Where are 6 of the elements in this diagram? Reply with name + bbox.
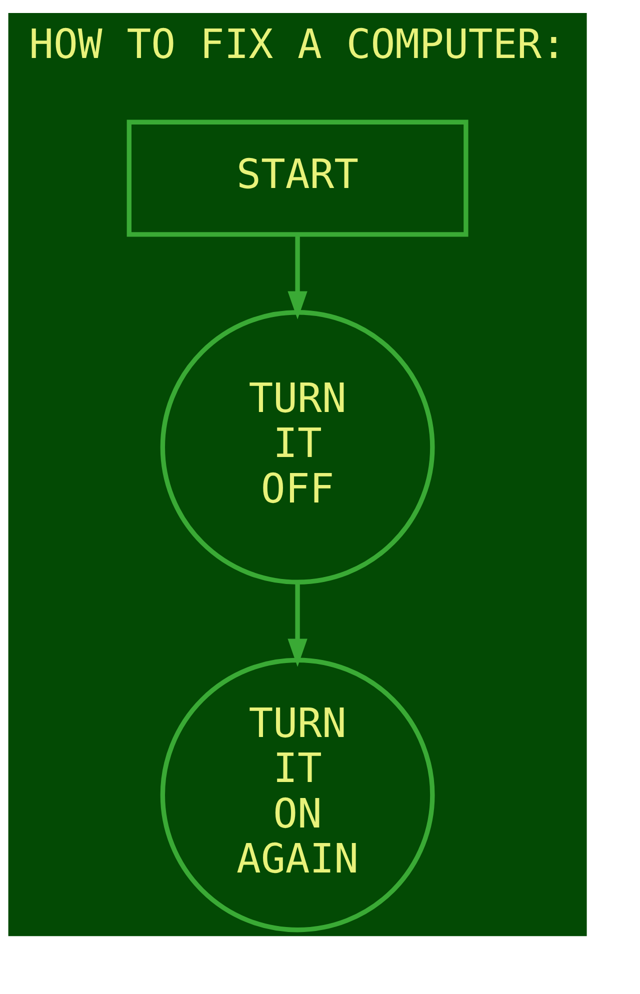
node-circle: TURN IT OFF [160, 310, 435, 584]
node-circle: TURN IT ON AGAIN [160, 658, 435, 932]
arrow [288, 234, 308, 320]
diagram-title: HOW TO FIX A COMPUTER: [29, 20, 566, 68]
arrow [288, 582, 308, 667]
node-box: START [126, 120, 468, 237]
